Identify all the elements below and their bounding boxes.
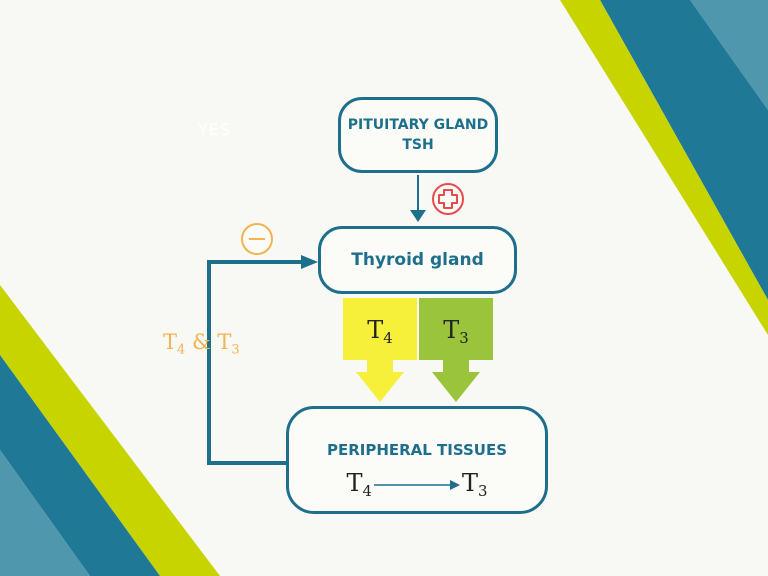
conversion-from: T4: [346, 469, 372, 501]
pituitary-hormone: TSH: [402, 137, 434, 153]
stripe-bottom-left-teal-light: [0, 450, 90, 576]
stripe-bottom-left-teal: [0, 355, 160, 576]
pituitary-arrow-head: [410, 210, 426, 222]
peripheral-tissues-node: PERIPHERAL TISSUES T4 T3: [286, 406, 548, 514]
peripheral-title: PERIPHERAL TISSUES: [326, 441, 508, 459]
thyroid-gland-node: Thyroid gland: [318, 226, 517, 294]
t3-output: [419, 298, 493, 402]
feedback-label: T4 & T3: [163, 330, 240, 358]
t4-label: T4: [367, 316, 393, 348]
feedback-loop-line: [207, 260, 306, 465]
conversion-to: T3: [462, 469, 488, 501]
hidden-yes-label: YES: [198, 120, 232, 139]
plus-circle-icon: [432, 183, 464, 215]
feedback-arrow-head: [301, 255, 318, 269]
thyroid-label: Thyroid gland: [351, 250, 484, 270]
arrow-right-icon: [374, 479, 460, 490]
pituitary-gland-node: PITUITARY GLAND TSH: [338, 97, 498, 173]
stripe-bottom-left-lime: [0, 285, 220, 576]
t4-output: [343, 298, 417, 402]
minus-circle-icon: [241, 223, 273, 255]
t3-label: T3: [443, 316, 469, 348]
conversion-row: T4 T3: [347, 469, 488, 500]
stripe-top-right-lime: [560, 0, 768, 335]
pituitary-title: PITUITARY GLAND: [347, 117, 489, 133]
